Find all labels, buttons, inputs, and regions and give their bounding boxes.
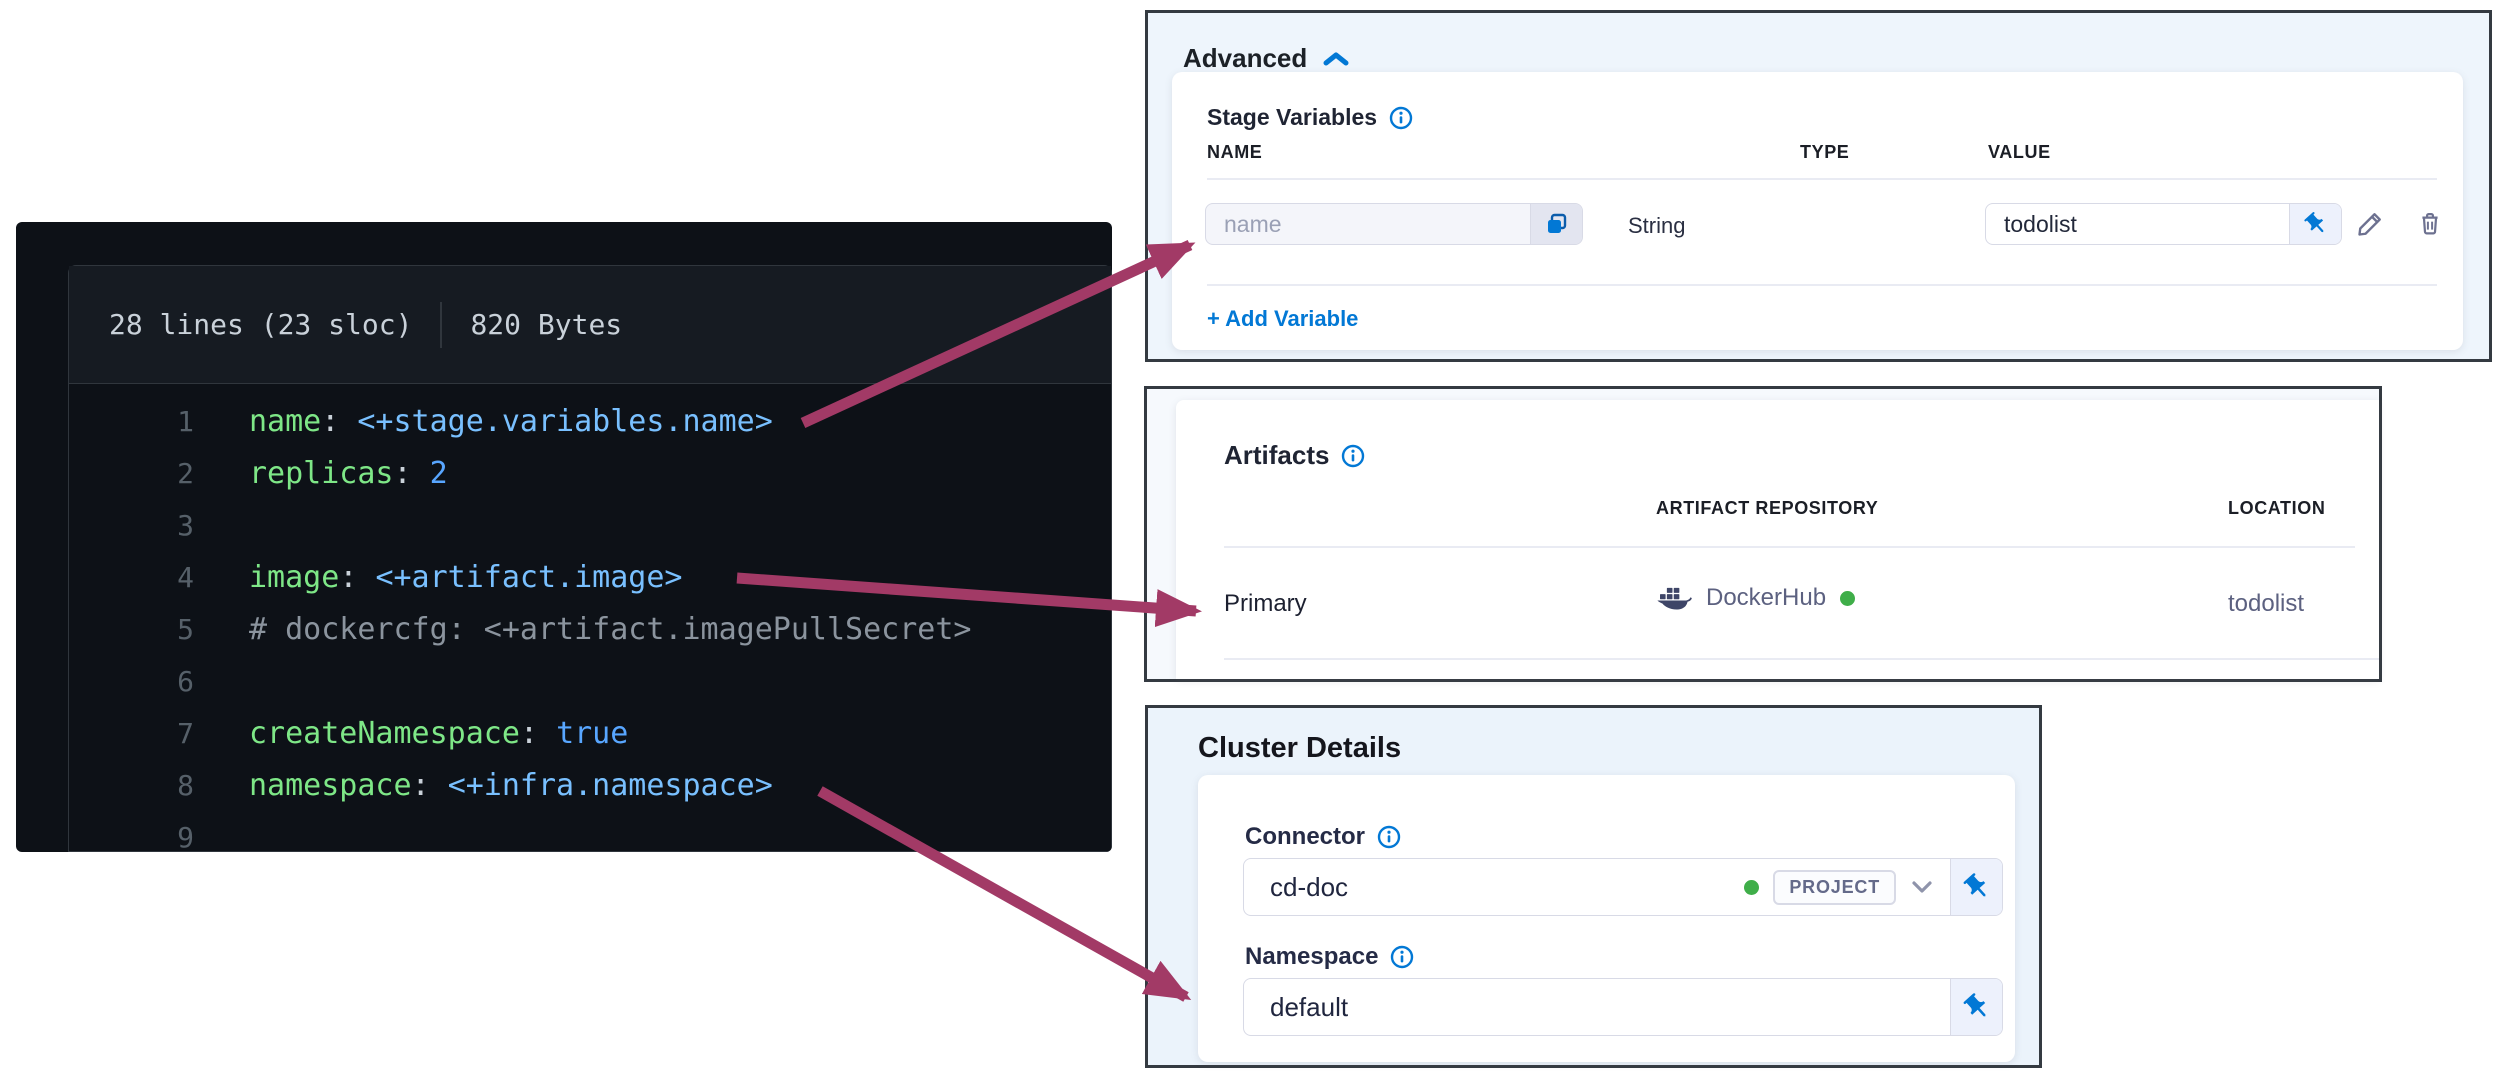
fixed-input-type-button[interactable]: [2289, 204, 2341, 244]
file-meta-bar: 28 lines (23 sloc) 820 Bytes: [69, 266, 1111, 384]
code-line: 1 name: <+stage.variables.name>: [69, 395, 1111, 447]
variable-name-input[interactable]: [1206, 204, 1530, 244]
meta-divider: [440, 301, 443, 348]
line-number: 3: [177, 508, 194, 542]
line-number: 2: [177, 456, 194, 490]
pencil-icon: [2358, 213, 2381, 236]
header-separator: [1207, 178, 2437, 180]
advanced-title: Advanced: [1183, 43, 1308, 73]
artifact-repository-name[interactable]: DockerHub: [1706, 584, 1827, 611]
fixed-input-type-button[interactable]: [1950, 859, 2002, 915]
code-line: 8 namespace: <+infra.namespace>: [69, 759, 1111, 811]
line-number: 1: [177, 404, 194, 438]
docker-whale-icon: [1657, 587, 1692, 610]
line-number: 6: [177, 664, 194, 698]
copy-icon: [1547, 213, 1566, 233]
code-viewer: 28 lines (23 sloc) 820 Bytes 1 name: <+s…: [16, 222, 1112, 852]
artifacts-card: Artifacts ARTIFACT REPOSITORY LOCATION P…: [1176, 400, 2379, 679]
cluster-details-title: Cluster Details: [1198, 732, 1402, 764]
column-header-type: TYPE: [1800, 142, 1850, 162]
status-dot: [1840, 590, 1856, 606]
scope-badge: PROJECT: [1773, 869, 1896, 905]
trash-icon: [2422, 212, 2438, 235]
line-number: 4: [177, 560, 194, 594]
column-header-artifact-repository: ARTIFACT REPOSITORY: [1656, 498, 1879, 518]
stage-variables-label: Stage Variables: [1207, 104, 1413, 131]
line-number: 5: [177, 612, 194, 646]
info-icon[interactable]: [1341, 444, 1365, 468]
info-icon[interactable]: [1377, 825, 1401, 849]
status-dot: [1744, 879, 1760, 895]
edit-variable-button[interactable]: [2348, 202, 2392, 246]
namespace-field: [1243, 978, 2003, 1036]
file-size-info: 820 Bytes: [470, 308, 623, 341]
stage-variables-card: Stage Variables NAME TYPE VALUE String: [1172, 72, 2463, 350]
namespace-label: Namespace: [1245, 943, 1414, 971]
code-line: 3: [69, 499, 1111, 551]
info-icon[interactable]: [1390, 945, 1414, 969]
variable-value-input[interactable]: [1986, 204, 2289, 244]
pin-icon: [1963, 873, 1985, 897]
line-number: 8: [177, 768, 194, 802]
row-separator: [1207, 284, 2437, 286]
line-number: 7: [177, 716, 194, 750]
code-area: 1 name: <+stage.variables.name> 2 replic…: [69, 385, 1111, 853]
cluster-details-card: Connector PROJECT Namespace: [1198, 775, 2015, 1062]
advanced-header[interactable]: Advanced: [1183, 43, 1349, 74]
code-line: 4 image: <+artifact.image>: [69, 551, 1111, 603]
artifact-repository-cell: DockerHub: [1656, 584, 1856, 612]
artifacts-panel: Artifacts ARTIFACT REPOSITORY LOCATION P…: [1144, 386, 2382, 682]
column-header-location: LOCATION: [2228, 498, 2326, 518]
chevron-up-icon: [1323, 52, 1349, 65]
code-line: 5 # dockercfg: <+artifact.imagePullSecre…: [69, 603, 1111, 655]
variable-type: String: [1628, 213, 1686, 238]
copy-expression-button[interactable]: [1530, 204, 1582, 244]
chevron-down-icon[interactable]: [1910, 879, 1934, 895]
code-line: 9: [69, 811, 1111, 853]
pin-icon: [1963, 993, 1985, 1017]
code-line: 2 replicas: 2: [69, 447, 1111, 499]
artifacts-label: Artifacts: [1224, 440, 1365, 471]
header-separator: [1224, 546, 2355, 548]
add-variable-button[interactable]: + Add Variable: [1207, 306, 1359, 331]
artifact-location: todolist: [2228, 590, 2305, 617]
delete-variable-button[interactable]: [2408, 202, 2452, 246]
info-icon[interactable]: [1389, 106, 1413, 130]
namespace-input[interactable]: [1244, 979, 1950, 1035]
connector-input[interactable]: [1244, 859, 1745, 915]
file-lines-info: 28 lines (23 sloc): [109, 308, 413, 341]
artifact-label: Primary: [1224, 590, 1307, 617]
fixed-input-type-button[interactable]: [1950, 979, 2002, 1035]
connector-field: PROJECT: [1243, 858, 2003, 916]
column-header-name: NAME: [1207, 142, 1263, 162]
cluster-details-panel: Cluster Details Connector PROJECT Namesp…: [1145, 705, 2042, 1068]
connector-label: Connector: [1245, 823, 1401, 851]
variable-value-field: [1985, 203, 2342, 245]
code-line: 7 createNamespace: true: [69, 707, 1111, 759]
advanced-panel: Advanced Stage Variables NAME TYPE VALUE…: [1145, 10, 2492, 362]
code-line: 6: [69, 655, 1111, 707]
row-separator: [1224, 658, 2379, 660]
variable-name-field: [1205, 203, 1583, 245]
column-header-value: VALUE: [1988, 142, 2051, 162]
line-number: 9: [177, 820, 194, 853]
file-box: 28 lines (23 sloc) 820 Bytes 1 name: <+s…: [68, 265, 1112, 852]
pin-icon: [2303, 212, 2323, 233]
